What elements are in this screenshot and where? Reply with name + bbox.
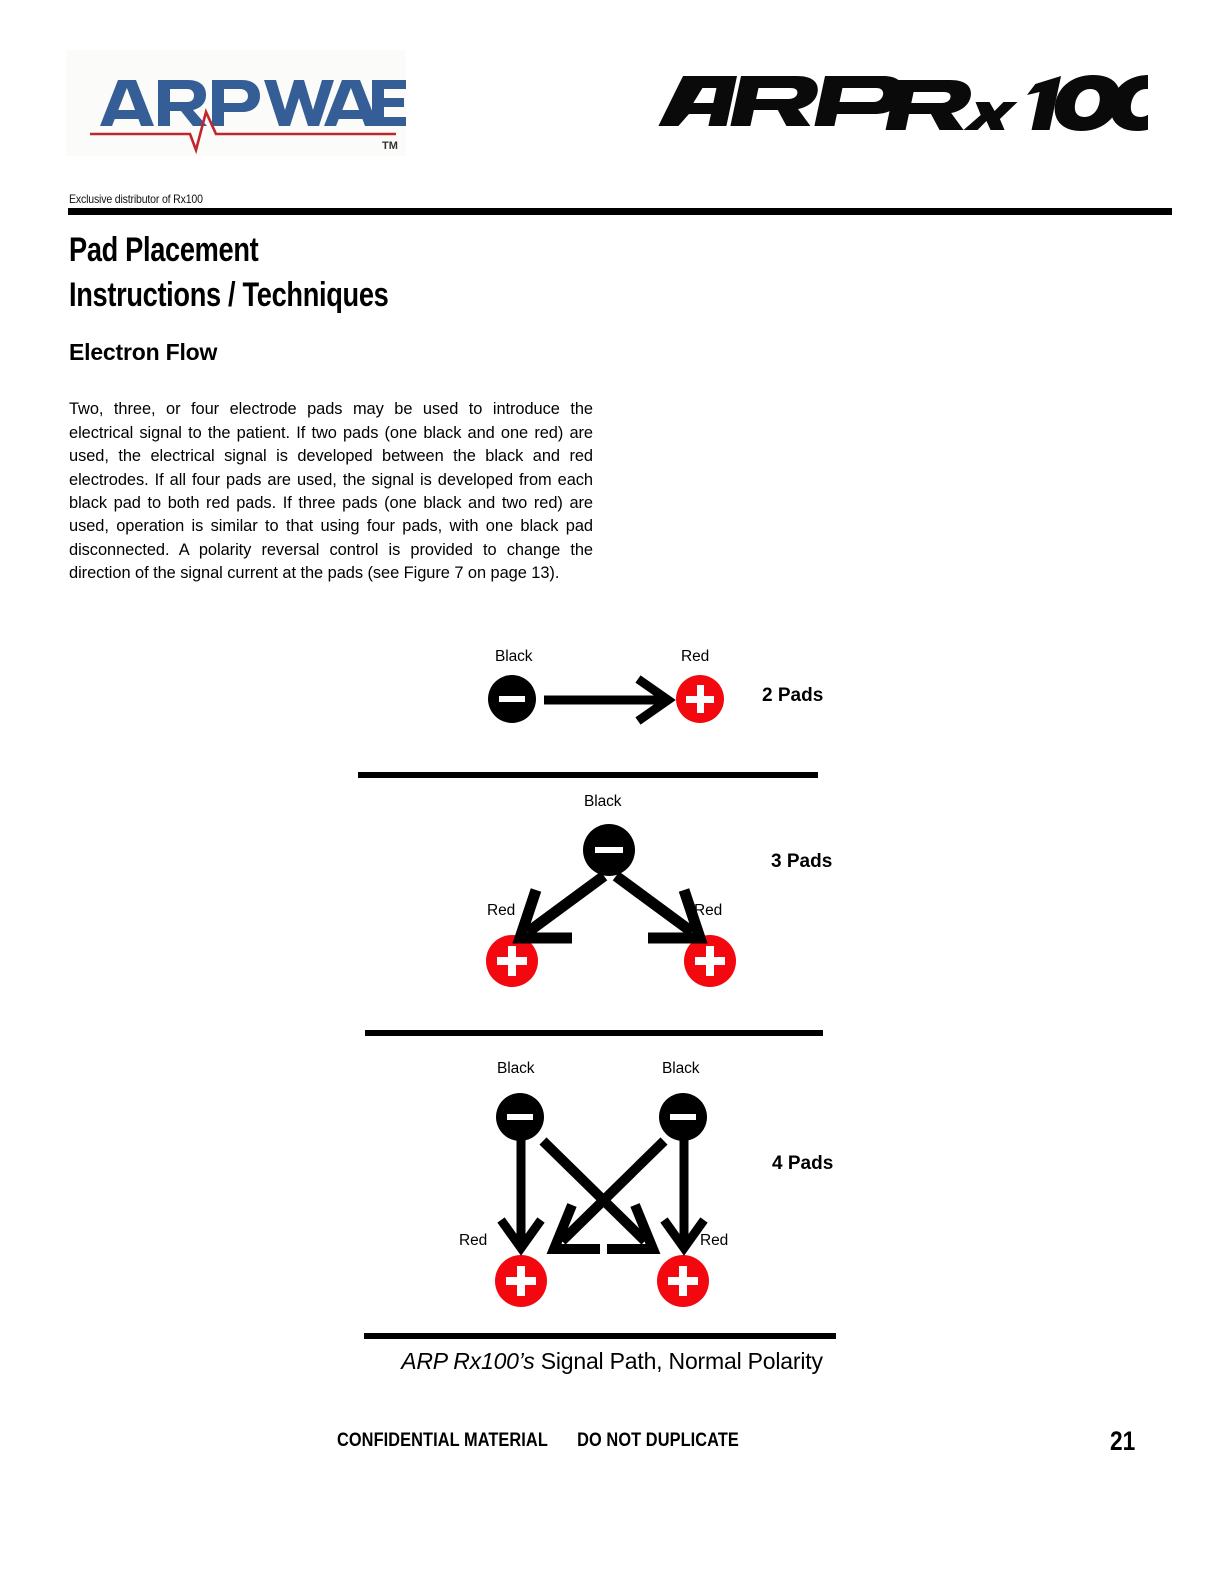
- figure-caption-rest: Signal Path, Normal Polarity: [534, 1348, 823, 1374]
- pad-label-black-left: Black: [497, 1060, 535, 1077]
- pad-label-black: Black: [584, 793, 622, 810]
- minus-icon: [507, 1114, 533, 1120]
- signal-path-figure: Black Red 2 Pads Black Red Red: [0, 630, 1224, 1400]
- page-header: TM Exclusive d: [0, 0, 1224, 215]
- flow-arrow-down-left: [512, 871, 608, 944]
- electrode-pad-red-left: [495, 1255, 547, 1307]
- pad-label-black: Black: [495, 648, 533, 665]
- arpwave-logo: TM: [66, 50, 406, 156]
- electrode-pad-black-left: [496, 1093, 544, 1141]
- minus-icon: [595, 847, 623, 853]
- page-title: Pad Placement Instructions / Techniques: [69, 228, 669, 318]
- trademark-symbol: TM: [382, 140, 398, 152]
- page-title-line2: Instructions / Techniques: [69, 276, 389, 314]
- arprx100-logo: [648, 62, 1177, 148]
- flow-arrow-down-left-straight: [497, 1140, 545, 1256]
- flow-arrow-down-right-straight: [660, 1140, 708, 1256]
- flow-arrow-down-right: [612, 871, 708, 944]
- electrode-pad-red-right: [684, 935, 736, 987]
- figure-caption-italic: ARP Rx100’s: [401, 1348, 535, 1374]
- electrode-pad-black: [583, 824, 635, 876]
- page-title-line1: Pad Placement: [69, 231, 259, 269]
- footer-notice: CONFIDENTIAL MATERIAL DO NOT DUPLICATE: [337, 1430, 739, 1452]
- page-footer: CONFIDENTIAL MATERIAL DO NOT DUPLICATE 21: [0, 1426, 1224, 1480]
- flow-arrow-cross-down-left: [546, 1137, 668, 1254]
- minus-icon: [670, 1114, 696, 1120]
- plus-icon-vertical: [517, 1266, 525, 1296]
- pad-label-black-right: Black: [662, 1060, 700, 1077]
- pad-label-red-left: Red: [487, 902, 516, 919]
- section-heading: Electron Flow: [69, 339, 218, 365]
- plus-icon-vertical: [696, 685, 704, 713]
- pad-label-red-right: Red: [694, 902, 723, 919]
- header-divider-rule: [68, 208, 1172, 215]
- flow-arrow-right: [544, 675, 676, 725]
- plus-icon-vertical: [508, 946, 516, 976]
- arprx100-logo-icon: [658, 75, 1177, 131]
- footer-confidential: CONFIDENTIAL MATERIAL: [337, 1430, 548, 1451]
- pad-label-red-left: Red: [459, 1232, 488, 1249]
- distributor-tagline: Exclusive distributor of Rx100: [69, 192, 203, 206]
- section-paragraph: Two, three, or four electrode pads may b…: [69, 400, 593, 583]
- pad-label-red: Red: [681, 648, 710, 665]
- flow-arrow-cross-down-right: [539, 1137, 661, 1254]
- footer-do-not-duplicate: DO NOT DUPLICATE: [577, 1430, 739, 1451]
- arpwave-logo-icon: TM: [90, 80, 406, 155]
- electrode-pad-red-left: [486, 935, 538, 987]
- electrode-pad-black: [488, 675, 536, 723]
- figure-divider-1: [358, 772, 818, 778]
- electrode-pad-red-right: [657, 1255, 709, 1307]
- electrode-pad-black-right: [659, 1093, 707, 1141]
- figure-divider-3: [364, 1333, 836, 1339]
- figure-divider-2: [365, 1030, 823, 1036]
- plus-icon-vertical: [679, 1266, 687, 1296]
- minus-icon: [499, 696, 525, 702]
- pad-label-red-right: Red: [700, 1232, 729, 1249]
- diagram-count-label-3: 3 Pads: [771, 851, 833, 872]
- figure-caption: ARP Rx100’s Signal Path, Normal Polarity: [0, 1348, 1224, 1375]
- plus-icon-vertical: [706, 946, 714, 976]
- diagram-count-label-4: 4 Pads: [772, 1153, 834, 1174]
- diagram-count-label-2: 2 Pads: [762, 685, 824, 706]
- electrode-pad-red: [676, 675, 724, 723]
- page-number: 21: [1110, 1426, 1136, 1456]
